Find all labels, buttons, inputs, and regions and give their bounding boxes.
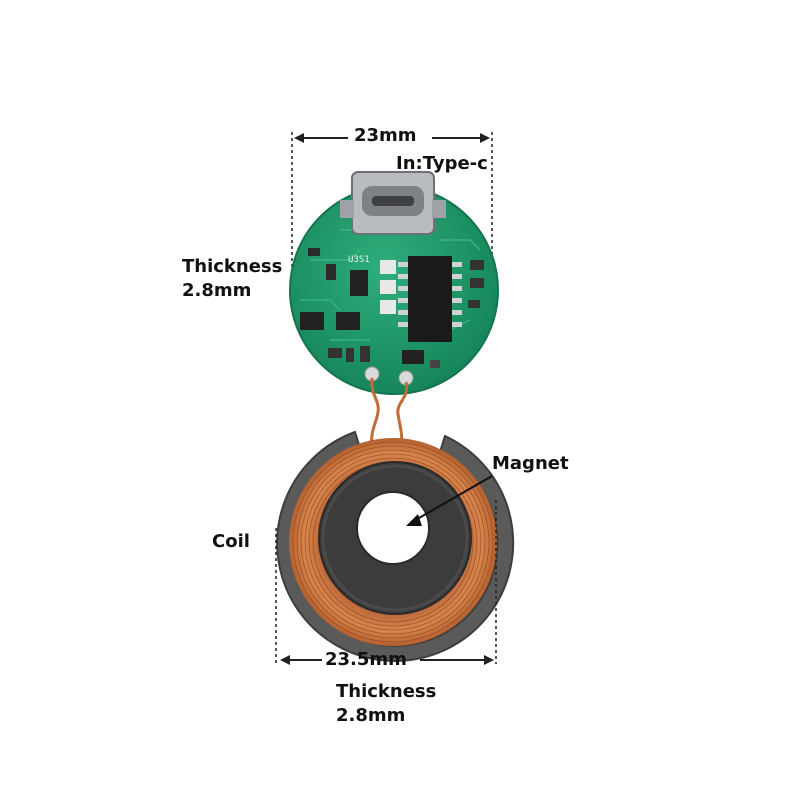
ic-chip (398, 256, 462, 342)
coil-label: Coil (212, 531, 250, 552)
coil-assembly (276, 430, 515, 662)
pcb-thickness-title: Thickness (182, 256, 283, 277)
magnet-pointer (406, 475, 493, 526)
silkscreen-text: U3S1 (348, 255, 370, 265)
coil-thickness-label: Thickness 2.8mm (336, 680, 436, 728)
width-dimension-bottom (275, 500, 497, 665)
pcb-board: U3S1 (289, 171, 499, 395)
coil-thickness-value: 2.8mm (336, 705, 406, 726)
center-hole (356, 491, 430, 565)
usb-c-connector (340, 171, 446, 235)
smd-components (300, 248, 484, 368)
magnet-label: Magnet (492, 453, 569, 474)
pcb-thickness-value: 2.8mm (182, 280, 252, 301)
width-label-bottom: 23.5mm (325, 649, 407, 670)
input-type-label: In:Type-c (396, 153, 488, 174)
width-label-top: 23mm (354, 125, 417, 146)
pcb-thickness-label: Thickness 2.8mm (182, 255, 282, 303)
coil-thickness-title: Thickness (336, 681, 437, 702)
